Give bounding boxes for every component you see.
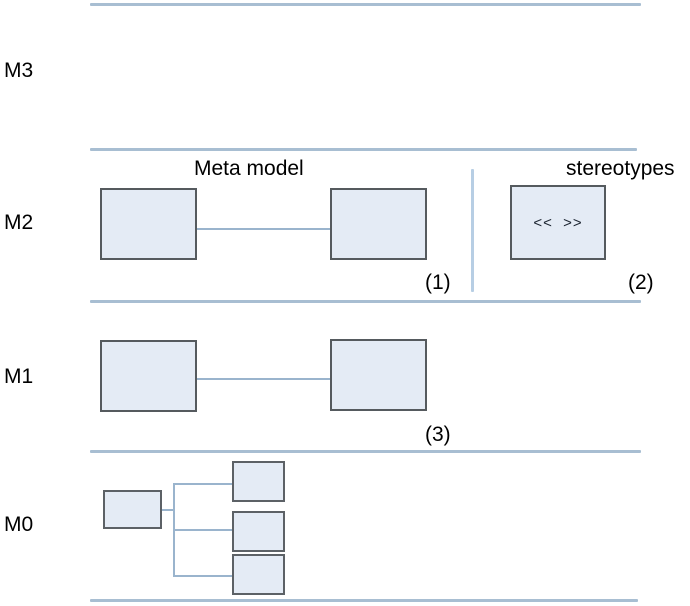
separator-top xyxy=(90,3,641,6)
connector-m1 xyxy=(196,378,331,380)
level-label-m1: M1 xyxy=(4,365,34,388)
connector-m0-stem xyxy=(161,509,174,511)
level-label-m0: M0 xyxy=(4,513,34,536)
connector-m2 xyxy=(196,228,331,230)
separator-m3-m2 xyxy=(90,148,637,151)
caption-3: (3) xyxy=(425,423,451,446)
heading-stereotypes: stereotypes xyxy=(566,157,675,180)
node-m2-stereotype-label: << >> xyxy=(533,214,583,231)
node-m1-right[interactable] xyxy=(330,339,427,411)
caption-2: (2) xyxy=(628,271,654,294)
connector-m0-branch-1 xyxy=(173,483,233,485)
divider-metamodel-stereotypes xyxy=(471,169,474,292)
connector-m0-branch-3 xyxy=(173,575,233,577)
separator-m2-m1 xyxy=(90,300,641,303)
node-m0-child-3[interactable] xyxy=(232,554,285,595)
separator-m1-m0 xyxy=(90,450,641,453)
node-m0-child-1[interactable] xyxy=(232,461,285,502)
level-label-m2: M2 xyxy=(4,211,34,234)
level-label-m3: M3 xyxy=(4,59,34,82)
connector-m0-branch-2 xyxy=(173,529,233,531)
node-m0-parent[interactable] xyxy=(103,490,162,529)
node-m2-stereotype[interactable]: << >> xyxy=(510,185,606,260)
separator-bottom xyxy=(90,599,638,602)
node-m2-left[interactable] xyxy=(100,188,197,260)
caption-1: (1) xyxy=(425,271,451,294)
node-m0-child-2[interactable] xyxy=(232,511,285,552)
node-m2-right[interactable] xyxy=(330,188,427,260)
node-m1-left[interactable] xyxy=(100,340,197,412)
heading-meta-model: Meta model xyxy=(194,157,304,180)
